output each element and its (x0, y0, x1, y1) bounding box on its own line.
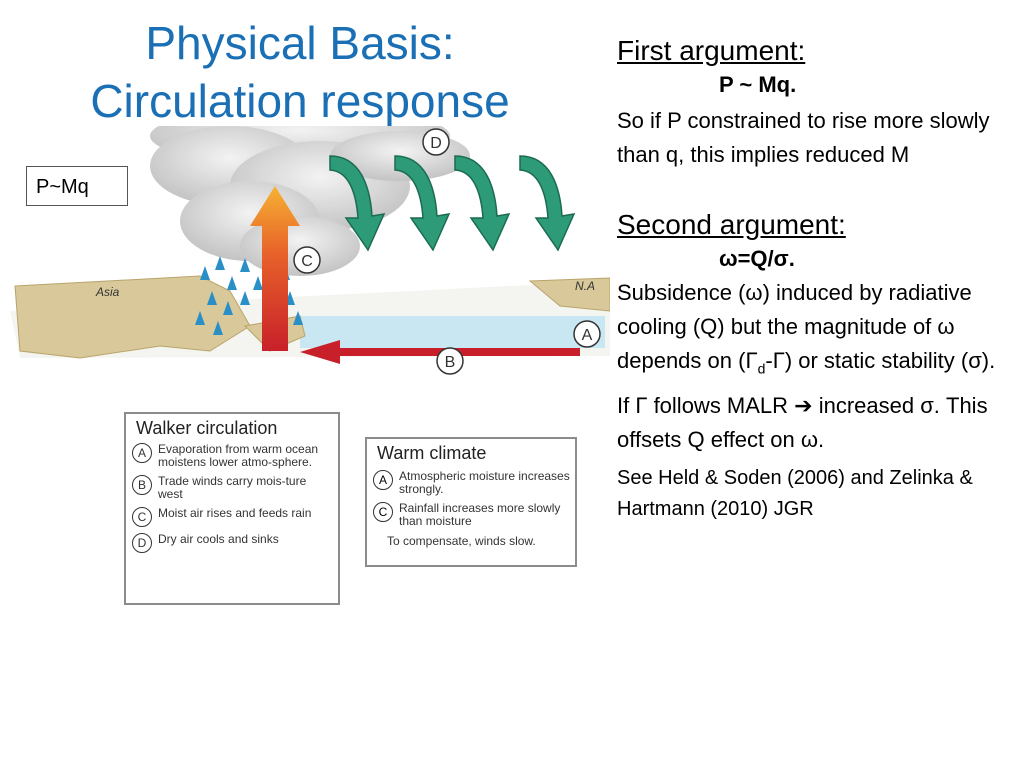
walker-circulation-illustration: Asia N.A D C (10, 126, 610, 375)
legend-text: Dry air cools and sinks (158, 532, 279, 546)
marker-b: B (436, 347, 464, 375)
asia-landmass (14, 275, 306, 359)
legend-text: Evaporation from warm ocean moistens low… (158, 442, 319, 469)
gamma-close: -Γ) or static stability (σ). (765, 348, 996, 373)
malr-text: If Γ follows MALR ➔ increased σ. This of… (617, 393, 988, 453)
walker-circulation-legend: Walker circulation A Evaporation from wa… (124, 412, 340, 605)
warm-legend-footer: To compensate, winds slow. (387, 534, 536, 548)
legend-marker: A (132, 443, 152, 463)
first-argument-heading: First argument: (617, 35, 806, 66)
marker-c: C (293, 246, 321, 274)
north-america-landmass (528, 277, 610, 312)
walker-legend-item: C Moist air rises and feeds rain (132, 507, 338, 527)
marker-d: D (422, 128, 450, 156)
gamma-subscript: d (757, 360, 766, 377)
walker-legend-item: A Evaporation from warm ocean moistens l… (132, 443, 338, 469)
legend-marker: D (132, 533, 152, 553)
warm-legend-item: A Atmospheric moisture increases strongl… (373, 470, 575, 496)
first-argument-body: So if P constrained to rise more slowly … (617, 108, 990, 167)
svg-text:A: A (582, 327, 593, 344)
rising-air-arrow (250, 186, 300, 351)
warm-climate-legend: Warm climate A Atmospheric moisture incr… (365, 437, 577, 567)
legend-text: Trade winds carry mois-ture west (158, 474, 307, 501)
second-argument-body: Subsidence (ω) induced by radiative cool… (617, 276, 1012, 385)
walker-legend-heading: Walker circulation (136, 418, 278, 438)
subsidence-text: Subsidence (ω) induced by radiative cool… (617, 280, 972, 373)
legend-text: Moist air rises and feeds rain (158, 506, 312, 520)
warm-legend-item: C Rainfall increases more slowly than mo… (373, 502, 575, 528)
title-line-1: Physical Basis: (145, 17, 455, 69)
svg-text:C: C (301, 253, 313, 270)
slide-title: Physical Basis: Circulation response (40, 14, 560, 130)
marker-a: A (573, 320, 601, 348)
pmq-label-box: P~Mq (26, 166, 128, 206)
walker-legend-item: D Dry air cools and sinks (132, 533, 338, 553)
reference-text: See Held & Soden (2006) and Zelinka & Ha… (617, 467, 973, 521)
warm-legend-heading: Warm climate (377, 443, 487, 463)
label-na: N.A (575, 279, 595, 293)
arguments-panel: First argument: P ~ Mq. So if P constrai… (617, 34, 1012, 525)
svg-text:D: D (430, 135, 442, 152)
second-argument-heading: Second argument: (617, 209, 846, 240)
legend-text: Atmospheric moisture increases strongly. (399, 469, 570, 496)
legend-marker: A (373, 470, 393, 490)
legend-marker: C (373, 502, 393, 522)
second-argument-equation: ω=Q/σ. (719, 246, 795, 271)
title-line-2: Circulation response (90, 75, 510, 127)
first-argument-equation: P ~ Mq. (719, 72, 797, 97)
walker-legend-item: B Trade winds carry mois-ture west (132, 475, 338, 501)
descending-air-arrows (329, 155, 576, 252)
legend-text: Rainfall increases more slowly than mois… (399, 501, 561, 528)
gamma-open: (Γ (738, 348, 758, 373)
label-asia: Asia (95, 285, 120, 299)
legend-marker: B (132, 475, 152, 495)
legend-marker: C (132, 507, 152, 527)
svg-text:B: B (445, 354, 456, 371)
